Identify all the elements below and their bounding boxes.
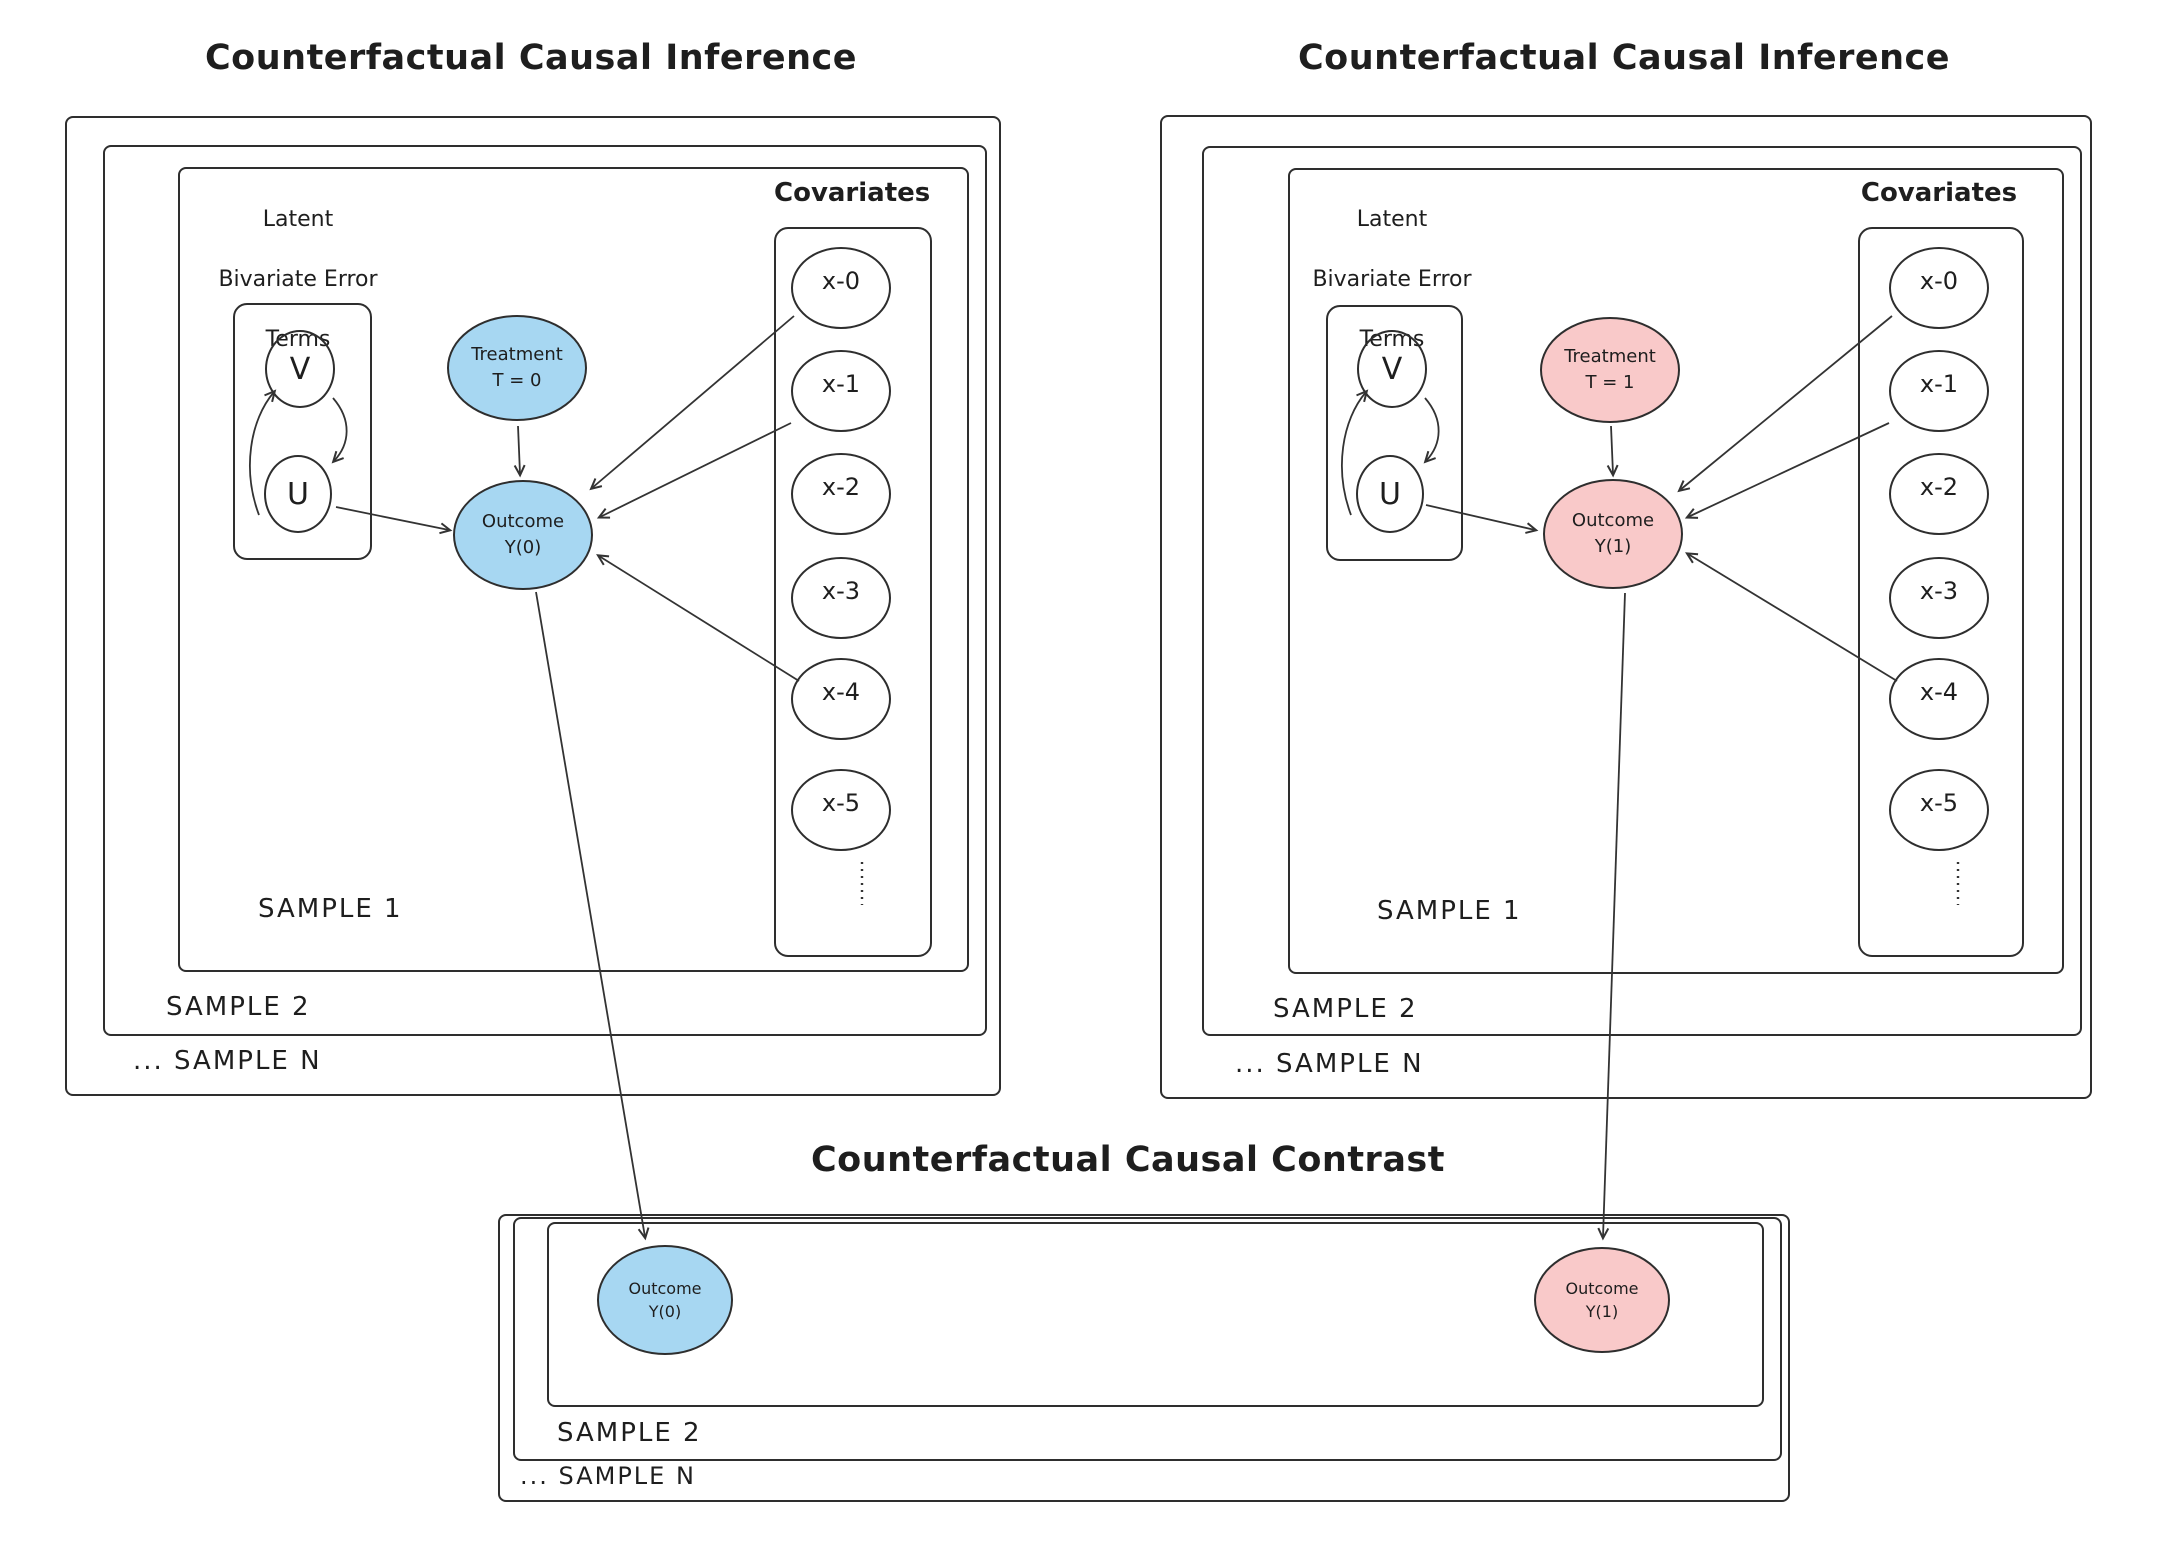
- contrast-node-outcome-y1: Outcome Y(1): [1534, 1247, 1670, 1353]
- right-sampleN-label: ... SAMPLE N: [1235, 1049, 1424, 1079]
- contrast-panel-title: Counterfactual Causal Contrast: [810, 1140, 1445, 1180]
- contrast-sample2-label: SAMPLE 2: [557, 1418, 702, 1448]
- left-node-outcome: Outcome Y(0): [453, 480, 593, 590]
- right-panel-title: Counterfactual Causal Inference: [1298, 38, 1950, 78]
- left-covariate-x3: x-3: [791, 557, 891, 639]
- right-sample1-label: SAMPLE 1: [1377, 896, 1522, 926]
- left-sample1-label: SAMPLE 1: [258, 894, 403, 924]
- right-node-treatment: Treatment T = 1: [1540, 317, 1680, 423]
- left-sample2-label: SAMPLE 2: [166, 992, 311, 1022]
- right-covariate-x0: x-0: [1889, 247, 1989, 329]
- left-covariate-x1: x-1: [791, 350, 891, 432]
- left-covariate-x5: x-5: [791, 769, 891, 851]
- left-covariates-title: Covariates: [774, 178, 931, 208]
- left-box-sample-n: [65, 116, 1001, 1096]
- right-covariate-x5: x-5: [1889, 769, 1989, 851]
- right-box-sample-1: [1288, 168, 2064, 974]
- left-covariate-x4: x-4: [791, 658, 891, 740]
- left-node-treatment: Treatment T = 0: [447, 315, 587, 421]
- right-node-u: U: [1356, 455, 1424, 533]
- contrast-box-sample-2: [513, 1217, 1782, 1461]
- right-covariate-x2: x-2: [1889, 453, 1989, 535]
- right-node-v: V: [1357, 330, 1427, 408]
- right-node-outcome: Outcome Y(1): [1543, 479, 1683, 589]
- left-node-u: U: [264, 455, 332, 533]
- contrast-sampleN-label: ... SAMPLE N: [520, 1462, 696, 1490]
- right-sample2-label: SAMPLE 2: [1273, 994, 1418, 1024]
- contrast-node-outcome-y0: Outcome Y(0): [597, 1245, 733, 1355]
- right-covariates-title: Covariates: [1860, 178, 2018, 208]
- left-latent-terms-box: [233, 303, 372, 560]
- contrast-box-sample-1: [547, 1222, 1764, 1407]
- left-sampleN-label: ... SAMPLE N: [133, 1046, 322, 1076]
- right-box-sample-2: [1202, 146, 2082, 1036]
- right-covariate-x4: x-4: [1889, 658, 1989, 740]
- left-panel-title: Counterfactual Causal Inference: [205, 38, 857, 78]
- contrast-box-sample-n: [498, 1214, 1790, 1502]
- right-covariate-x1: x-1: [1889, 350, 1989, 432]
- left-covariate-x0: x-0: [791, 247, 891, 329]
- right-box-sample-n: [1160, 115, 2092, 1099]
- right-latent-terms-box: [1326, 305, 1463, 561]
- left-node-v: V: [265, 330, 335, 408]
- left-covariate-x2: x-2: [791, 453, 891, 535]
- right-covariate-x3: x-3: [1889, 557, 1989, 639]
